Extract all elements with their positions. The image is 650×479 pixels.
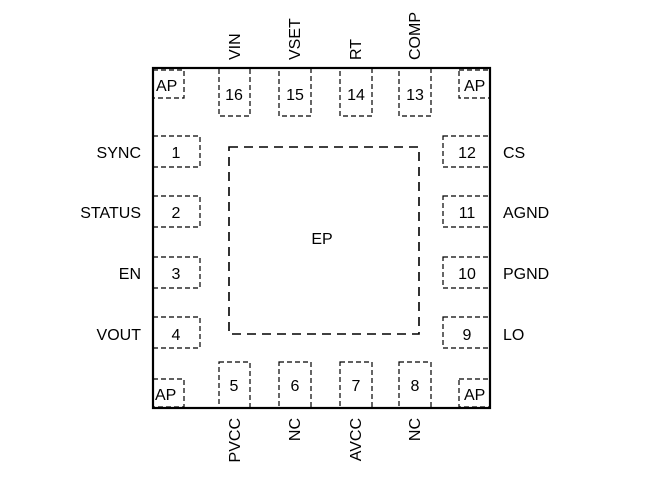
- corner-pad-label: AP: [464, 78, 485, 95]
- pin-signal-label: COMP: [407, 12, 424, 60]
- pin-15: 15 VSET: [278, 18, 312, 117]
- pin-number: 12: [458, 145, 476, 162]
- pin-11: 11 AGND: [442, 195, 549, 228]
- pin-2: 2 STATUS: [80, 195, 201, 228]
- pin-signal-label: EN: [119, 266, 141, 283]
- corner-pad-bottom-right: AP: [458, 378, 491, 408]
- pin-3: 3 EN: [119, 256, 201, 289]
- pin-signal-label: AVCC: [348, 418, 365, 461]
- pin-number: 13: [406, 87, 424, 104]
- pin-number: 15: [286, 87, 304, 104]
- pin-number: 7: [352, 378, 361, 395]
- pin-8: 8 NC: [398, 361, 432, 441]
- pin-signal-label: VSET: [287, 18, 304, 60]
- corner-pad-label: AP: [464, 387, 485, 404]
- pin-9: 9 LO: [442, 316, 524, 349]
- pin-signal-label: VOUT: [97, 327, 142, 344]
- package-outline: [151, 66, 492, 410]
- pin-number: 14: [347, 87, 365, 104]
- pin-1: 1 SYNC: [97, 135, 201, 168]
- pin-number: 9: [463, 327, 472, 344]
- pin-signal-label: RT: [348, 39, 365, 60]
- pin-number: 8: [411, 378, 420, 395]
- pin-number: 5: [230, 378, 239, 395]
- corner-pad-label: AP: [156, 78, 177, 95]
- pin-signal-label: NC: [407, 418, 424, 441]
- pin-5: 5 PVCC: [218, 361, 251, 462]
- pin-signal-label: SYNC: [97, 145, 141, 162]
- pin-signal-label: PVCC: [227, 418, 244, 462]
- pin-number: 3: [172, 266, 181, 283]
- pin-6: 6 NC: [278, 361, 312, 441]
- pin-number: 4: [172, 327, 181, 344]
- pin-7: 7 AVCC: [339, 361, 373, 461]
- pin-number: 11: [459, 205, 476, 222]
- corner-pad-label: AP: [155, 387, 176, 404]
- pin-signal-label: STATUS: [80, 205, 141, 222]
- pin-signal-label: NC: [287, 418, 304, 441]
- pin-13: 13 COMP: [398, 12, 432, 117]
- pin-10: 10 PGND: [442, 256, 549, 289]
- pin-signal-label: AGND: [503, 205, 549, 222]
- pin-signal-label: VIN: [227, 33, 244, 60]
- pin-4: 4 VOUT: [97, 316, 201, 349]
- exposed-pad-label: EP: [311, 231, 332, 248]
- corner-pad-top-left: AP: [152, 69, 185, 99]
- pin-14: 14 RT: [339, 39, 373, 117]
- pin-number: 6: [291, 378, 300, 395]
- pin-signal-label: PGND: [503, 266, 549, 283]
- exposed-pad: [228, 146, 420, 335]
- pin-signal-label: CS: [503, 145, 525, 162]
- pin-number: 1: [172, 145, 181, 162]
- pin-number: 2: [172, 205, 181, 222]
- corner-pad-bottom-left: AP: [152, 378, 185, 408]
- pin-signal-label: LO: [503, 327, 524, 344]
- pin-number: 10: [458, 266, 476, 283]
- corner-pad-top-right: AP: [458, 69, 491, 99]
- pin-16: 16 VIN: [218, 33, 251, 117]
- pin-12: 12 CS: [442, 135, 525, 168]
- pin-number: 16: [225, 87, 243, 104]
